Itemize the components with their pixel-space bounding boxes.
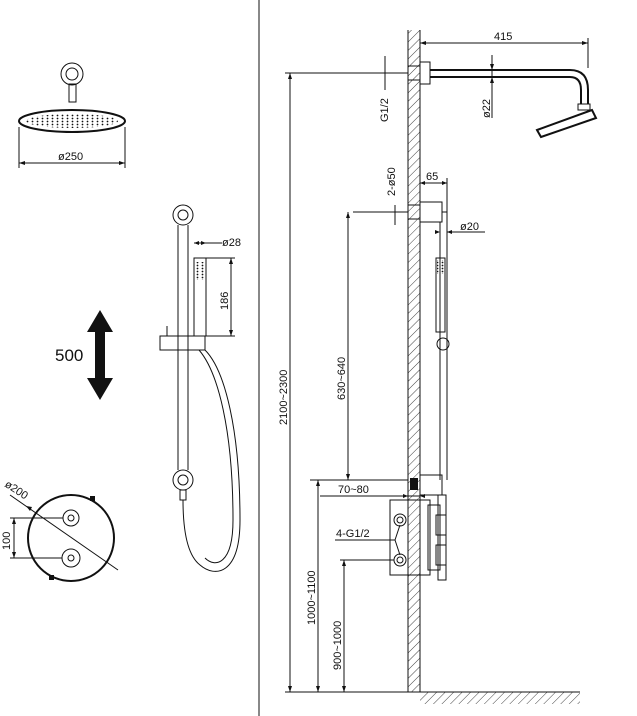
inlet-height-label: 900~1000 [332, 621, 344, 670]
wall-section [407, 30, 580, 704]
valve-plate-view: ø200 100 [1, 478, 119, 582]
overall-height-label: 2100~2300 [278, 370, 290, 425]
vertical-dimensions: 2100~2300 630~640 1000~1100 900~1000 [278, 72, 420, 693]
slide-travel-indicator: 500 [55, 310, 113, 400]
valve-inlets-label: 4-G1/2 [336, 528, 370, 540]
valve-depth-label: 70~80 [338, 484, 369, 496]
valve-body-side: 70~80 4-G1/2 [310, 474, 447, 581]
valve-spacing-label: 100 [1, 532, 13, 550]
arm-thread-label: G1/2 [379, 98, 391, 122]
handshower-diameter-label: ø28 [222, 237, 241, 249]
shower-head-view: ø250 [18, 62, 126, 168]
handshower-length-label: 186 [219, 292, 231, 310]
head-diameter-label: ø250 [58, 151, 83, 163]
rail-bracket-top: 2-ø50 65 [353, 167, 448, 232]
outlet-spec-label: 2-ø50 [386, 167, 398, 196]
rail-side: ø20 [435, 221, 485, 480]
arm-length-label: 415 [494, 31, 512, 43]
rail-height-label: 630~640 [336, 357, 348, 400]
valve-height-label: 1000~1100 [306, 570, 318, 625]
shower-arm-side: 415 G1/2 ø22 [379, 31, 598, 139]
slide-travel-label: 500 [55, 346, 83, 365]
arm-diameter-label: ø22 [481, 99, 493, 118]
bracket-offset-label: 65 [426, 171, 438, 183]
rail-diameter-label: ø20 [460, 221, 479, 233]
valve-plate-diameter-label: ø200 [2, 478, 30, 502]
slide-rail-view: ø28 186 [159, 204, 241, 572]
